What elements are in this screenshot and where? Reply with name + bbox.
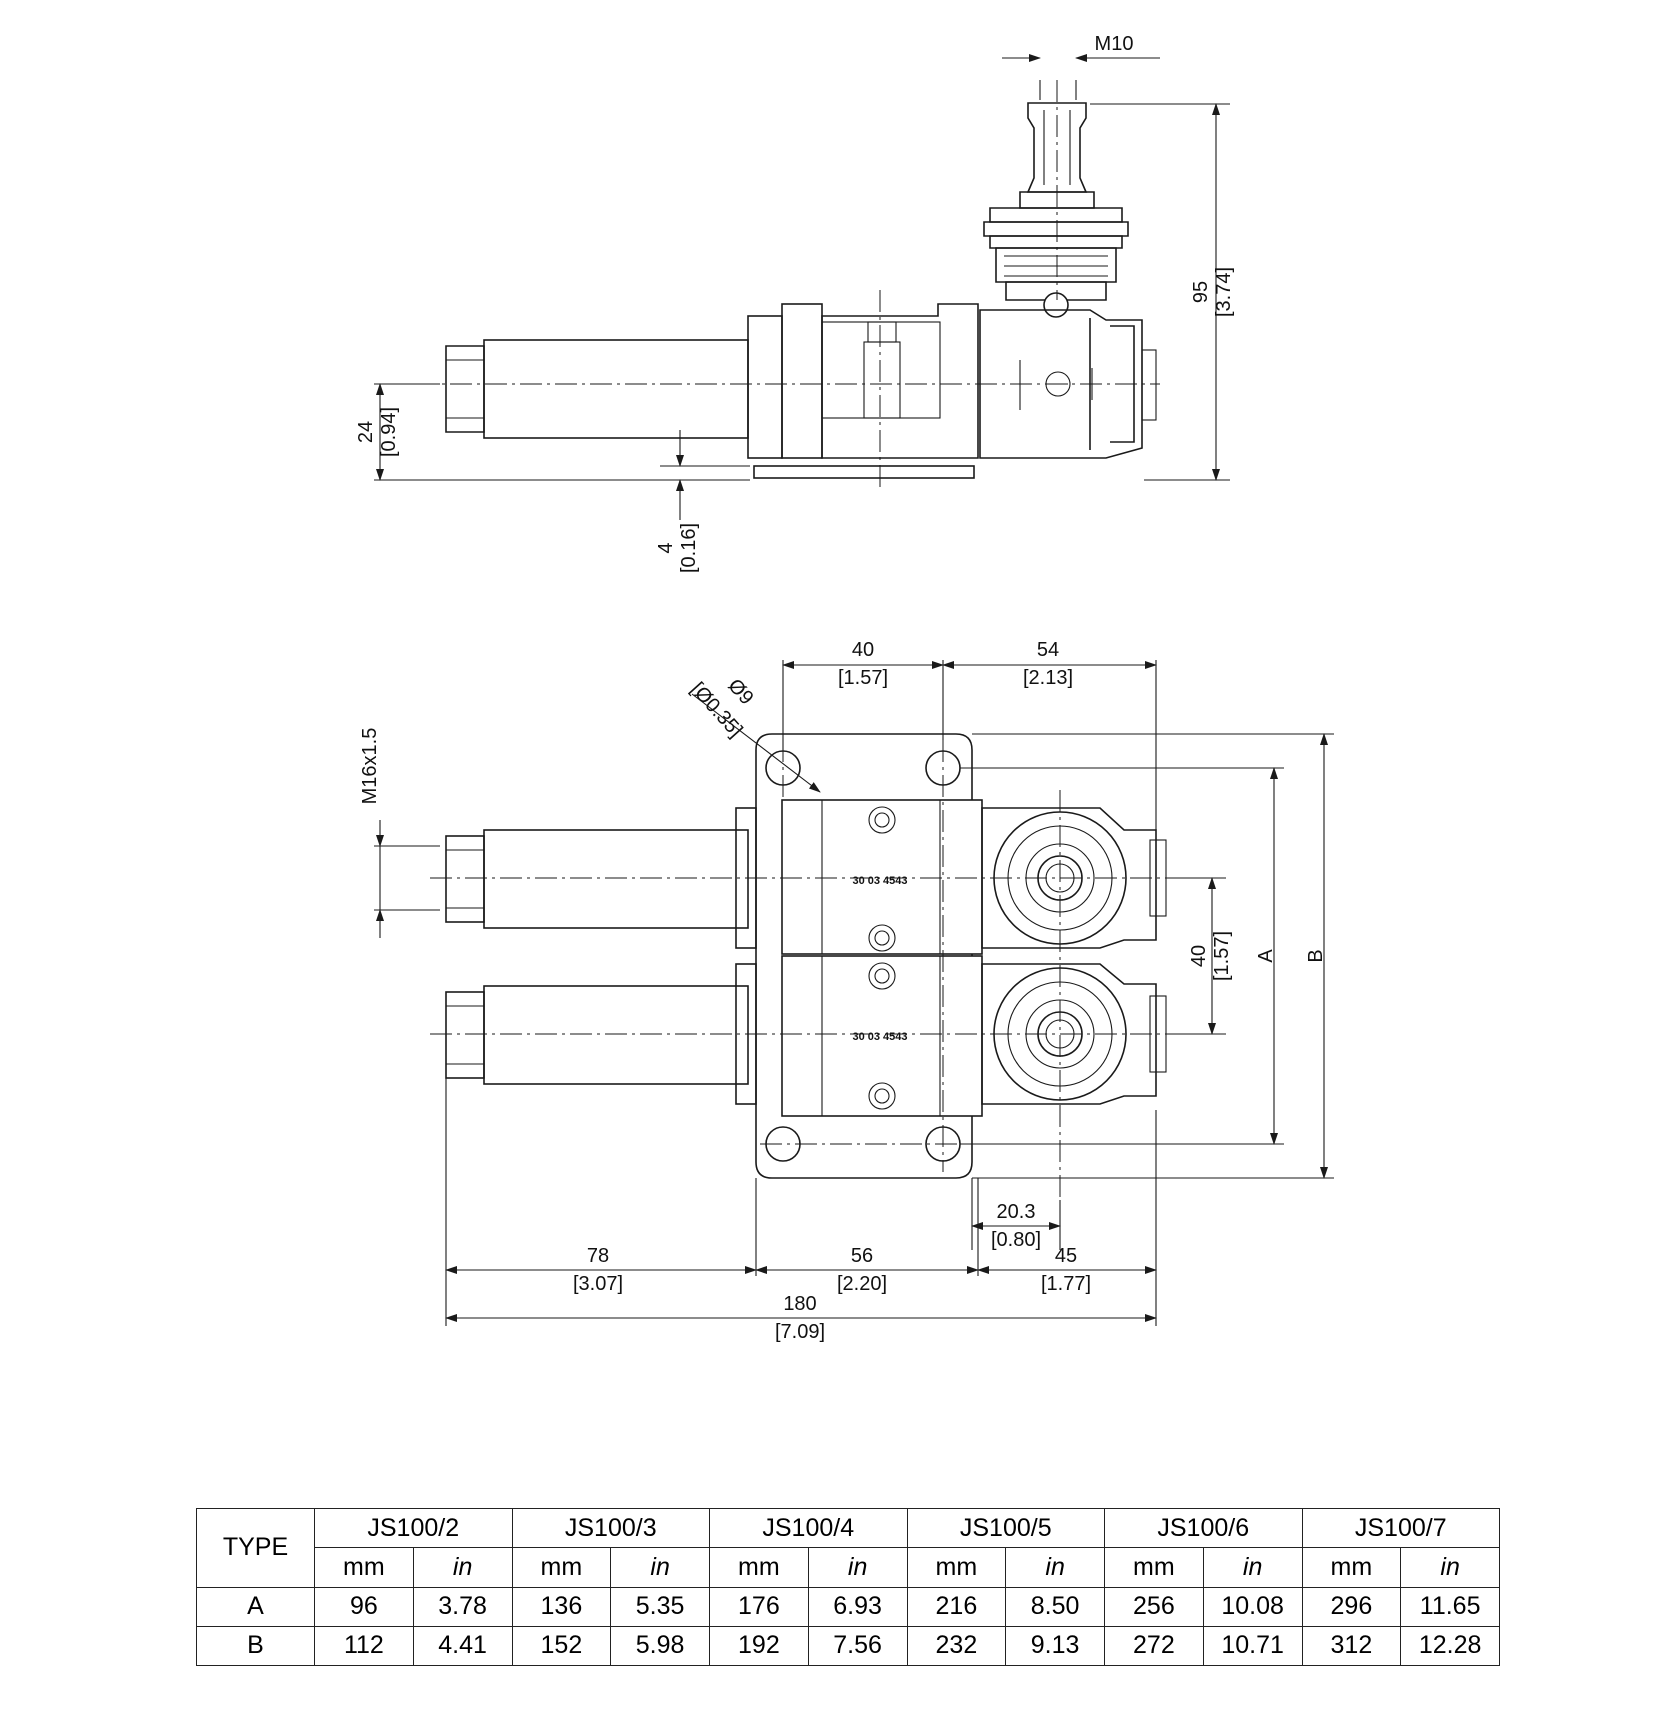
table-row-a: A 96 3.78 136 5.35 176 6.93 216 8.50 256…	[196, 1586, 1500, 1627]
model-header: JS100/3	[511, 1507, 710, 1549]
dim-a-label: A	[1255, 949, 1277, 963]
unit-mm: mm	[906, 1547, 1007, 1588]
dim-24-mm: 24	[355, 421, 377, 443]
table-cell: 136	[511, 1586, 612, 1627]
table-cell: 216	[906, 1586, 1007, 1627]
table-cell: 232	[906, 1625, 1007, 1667]
dim-180-in: [7.09]	[775, 1321, 825, 1343]
table-model-row: TYPE JS100/2 JS100/3 JS100/4 JS100/5 JS1…	[196, 1507, 1500, 1588]
table-cell: 112	[314, 1625, 414, 1667]
table-unit-row: mm in mm in mm in mm in mm in mm in	[197, 1547, 1500, 1588]
dim-40-top-in: [1.57]	[838, 667, 888, 689]
top-view: 30 03 4543 30 03 4543	[359, 639, 1334, 1343]
valve-section-2: 30 03 4543	[445, 955, 1167, 1117]
table-cell: 5.35	[610, 1586, 710, 1627]
table-cell: 10.71	[1202, 1625, 1303, 1667]
dim-95-mm: 95	[1190, 281, 1212, 303]
unit-in: in	[1005, 1547, 1105, 1588]
table-cell: 6.93	[807, 1586, 908, 1627]
valve-section-1: 30 03 4543	[445, 799, 1167, 955]
table-cell: 152	[511, 1625, 612, 1667]
dim-180-mm: 180	[783, 1293, 816, 1315]
unit-in: in	[807, 1547, 908, 1588]
thread-label-m10: M10	[1095, 33, 1134, 55]
dim-40-pitch-in: [1.57]	[1211, 931, 1233, 981]
dim-45-in: [1.77]	[1041, 1273, 1091, 1295]
unit-mm: mm	[1104, 1547, 1204, 1588]
model-header: JS100/2	[314, 1507, 513, 1549]
dim-20-3-in: [0.80]	[991, 1229, 1041, 1251]
table-cell: 3.78	[412, 1586, 513, 1627]
port-thread-label: M16x1.5	[359, 728, 381, 805]
dim-45-mm: 45	[1055, 1245, 1077, 1267]
dim-54-in: [2.13]	[1023, 667, 1073, 689]
joystick-handle	[983, 102, 1129, 318]
table-cell: 256	[1104, 1586, 1204, 1627]
model-header: JS100/7	[1301, 1507, 1500, 1549]
unit-in: in	[610, 1547, 710, 1588]
row-label: A	[196, 1586, 315, 1627]
valve-body-side	[747, 303, 979, 479]
model-header: JS100/4	[709, 1507, 908, 1549]
dim-56-mm: 56	[851, 1245, 873, 1267]
table-row-b: B 112 4.41 152 5.98 192 7.56 232 9.13 27…	[196, 1625, 1500, 1667]
type-dimension-table: TYPE JS100/2 JS100/3 JS100/4 JS100/5 JS1…	[196, 1507, 1500, 1667]
table-cell: 12.28	[1400, 1625, 1500, 1667]
dim-40-top-mm: 40	[852, 639, 874, 661]
table-cell: 11.65	[1400, 1586, 1500, 1627]
technical-drawing: M10 95 [3.74] 24 [0.94] 4 [0.16]	[355, 33, 1334, 1343]
dim-54-mm: 54	[1037, 639, 1059, 661]
unit-in: in	[412, 1547, 513, 1588]
unit-mm: mm	[314, 1547, 414, 1588]
side-view: M10 95 [3.74] 24 [0.94] 4 [0.16]	[355, 33, 1235, 573]
unit-mm: mm	[511, 1547, 612, 1588]
table-cell: 5.98	[610, 1625, 710, 1667]
dim-20-3-mm: 20.3	[997, 1201, 1036, 1223]
dim-78-in: [3.07]	[573, 1273, 623, 1295]
part-number-2: 30 03 4543	[852, 1031, 907, 1043]
hole-dia-mm: Ø9	[723, 675, 757, 710]
dim-4-in: [0.16]	[678, 523, 700, 573]
model-header: JS100/6	[1104, 1507, 1303, 1549]
dim-24-in: [0.94]	[378, 407, 400, 457]
table-cell: 9.13	[1005, 1625, 1105, 1667]
table-cell: 4.41	[412, 1625, 513, 1667]
table-cell: 7.56	[807, 1625, 908, 1667]
part-number-1: 30 03 4543	[852, 875, 907, 887]
unit-in: in	[1202, 1547, 1303, 1588]
unit-mm: mm	[709, 1547, 809, 1588]
type-header: TYPE	[196, 1508, 315, 1588]
table-cell: 176	[709, 1586, 809, 1627]
dim-4-mm: 4	[655, 542, 677, 553]
model-header: JS100/5	[906, 1507, 1105, 1549]
table-cell: 8.50	[1005, 1586, 1105, 1627]
dim-40-pitch-mm: 40	[1188, 945, 1210, 967]
table-cell: 312	[1301, 1625, 1402, 1667]
table-cell: 96	[314, 1586, 414, 1627]
spool-extension-side	[445, 339, 749, 439]
table-cell: 296	[1301, 1586, 1402, 1627]
table-cell: 192	[709, 1625, 809, 1667]
table-cell: 272	[1104, 1625, 1204, 1667]
table-cell: 10.08	[1202, 1586, 1303, 1627]
row-label: B	[196, 1625, 315, 1667]
dim-56-in: [2.20]	[837, 1273, 887, 1295]
dim-78-mm: 78	[587, 1245, 609, 1267]
unit-in: in	[1400, 1547, 1500, 1588]
unit-mm: mm	[1301, 1547, 1402, 1588]
dim-95-in: [3.74]	[1213, 267, 1235, 317]
dim-b-label: B	[1305, 949, 1327, 962]
